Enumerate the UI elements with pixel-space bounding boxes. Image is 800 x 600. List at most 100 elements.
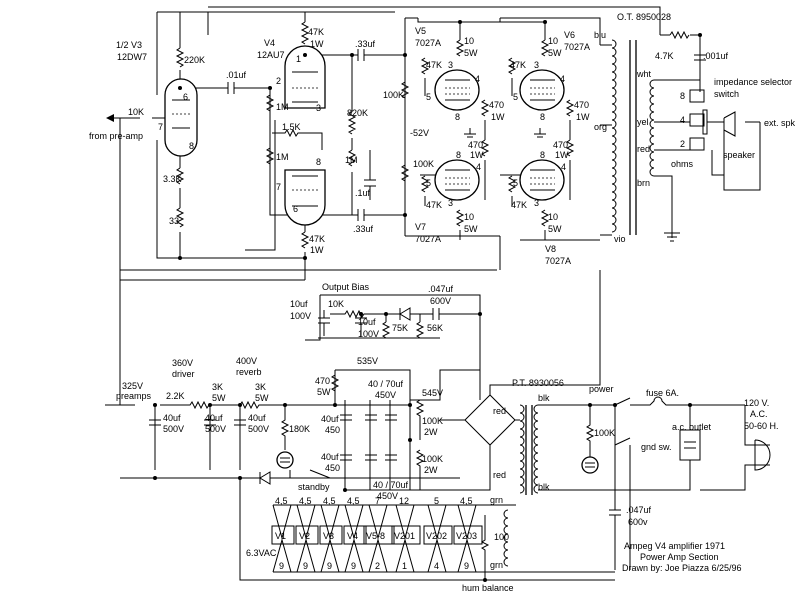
label-pt: P.T. 8930056 [512,378,564,388]
label-r470: 470 [574,100,589,110]
label-c40uf-500v-c: 40uf [248,413,266,423]
label-c40uf-500v-c-v: 500V [248,424,269,434]
label-neg52: -52V [410,128,429,138]
label-c40-70uf: 40 / 70uf [368,379,404,389]
label-pin: 4 [561,162,566,172]
label-r470-5w-w: 5W [317,387,331,397]
label-tap4: 4 [680,115,685,125]
label-title2: Power Amp Section [640,552,719,562]
heater-string [271,504,483,573]
label-c01uf: .01uf [226,70,247,80]
label-r10: 10 [548,36,558,46]
label-v120: 120 V. [744,398,769,408]
label-c40-70uf-v: 450V [375,390,396,400]
heater-bot-pin: 9 [464,561,469,571]
label-v6: V6 [564,30,575,40]
label-blk-a: blk [538,393,550,403]
heater-top-pin: 4,5 [323,496,336,506]
label-r3k-b: 3K [255,382,266,392]
label-c047uf-b-v: 600v [628,517,648,527]
label-r1w: 1W [491,112,505,122]
label-driver: driver [172,369,195,379]
label-from-preamp: from pre-amp [89,131,143,141]
tube-v4-top [284,45,326,109]
heater-name: V3 [323,531,334,541]
label-pin: 8 [540,112,545,122]
label-output-bias: Output Bias [322,282,370,292]
label-grn-a: grn [490,495,503,505]
label-preamps: preamps [116,391,152,401]
label-org: org [594,122,607,132]
label-c40uf-450-b: 40uf [321,452,339,462]
label-c33uf-top: .33uf [355,39,376,49]
tube-v8 [519,159,565,201]
label-pin: 1 [296,54,301,64]
label-v6-type: 7027A [564,42,590,52]
label-r33k: 3.3K [163,174,182,184]
label-power: power [589,384,614,394]
label-pin: 8 [540,150,545,160]
label-reverb: reverb [236,367,262,377]
label-r47k-v8: 47K [511,200,527,210]
label-v7-type: 7027A [415,234,441,244]
label-r470: 470 [489,100,504,110]
label-r15k: 1.5K [282,122,301,132]
label-standby: standby [298,482,330,492]
label-c40uf-450-a-v: 450 [325,425,340,435]
label-c10uf-b-v: 100V [358,329,379,339]
heater-top-pin: 4,5 [460,496,473,506]
label-speaker: speaker [723,150,755,160]
heater-v2 [295,504,319,573]
label-hum-balance: hum balance [462,583,514,593]
tube-v7 [434,159,480,201]
label-pin: 7 [276,182,281,192]
heater-top-pin: 12 [399,496,409,506]
label-r470-5w: 470 [315,376,330,386]
label-pin: 5 [513,178,518,188]
component-labels: 1/2 V3 12DW7 6 7 8 10K from pre-amp 220K… [89,12,796,593]
label-pin: 8 [455,112,460,122]
heater-v202 [423,504,453,573]
heater-labels: 4,5 V1 9 4,5 V2 9 4,5 V3 9 4,5 V4 9 7 V5… [275,496,477,571]
label-r3k-b-w: 5W [255,393,269,403]
label-r5w: 5W [464,224,478,234]
label-r47k-top-w: 1W [310,39,324,49]
heater-name: V203 [456,531,477,541]
label-title1: Ampeg V4 amplifier 1971 [624,541,725,551]
label-wht: wht [636,69,652,79]
label-heater-v: 6.3VAC [246,548,277,558]
heater-top-pin: 4,5 [299,496,312,506]
label-r100k-2w-b: 100K [422,454,443,464]
label-pin: 4 [475,74,480,84]
heater-v4 [343,504,367,573]
label-blu: blu [594,30,606,40]
label-v545: 545V [422,388,443,398]
label-v3: 1/2 V3 [116,40,142,50]
label-r1m-b: 1M [276,152,289,162]
label-r470: 470 [553,140,568,150]
label-c047uf-v: 600V [430,296,451,306]
label-v325: 325V [122,381,143,391]
heater-name: V4 [347,531,358,541]
label-pin: 8 [456,150,461,160]
label-brn: brn [637,178,650,188]
label-pin: 7 [158,122,163,132]
label-c001uf: .001uf [703,51,729,61]
label-r5w: 5W [548,224,562,234]
label-r470: 470 [468,140,483,150]
label-r1w: 1W [470,150,484,160]
label-r3k-a: 3K [212,382,223,392]
label-pin: 6 [293,204,298,214]
label-pin: 5 [426,178,431,188]
heater-bot-pin: 9 [279,561,284,571]
label-r56k: 56K [427,323,443,333]
heater-name: V5-8 [366,531,385,541]
label-v8-type: 7027A [545,256,571,266]
neon-lamp-power [581,456,599,474]
label-r47k-bot: 47K [309,234,325,244]
label-r100k-lamp: 100K [594,428,615,438]
heater-top-pin: 7 [375,496,380,506]
heater-bot-pin: 9 [303,561,308,571]
label-r47k-ot: 4.7K [655,51,674,61]
